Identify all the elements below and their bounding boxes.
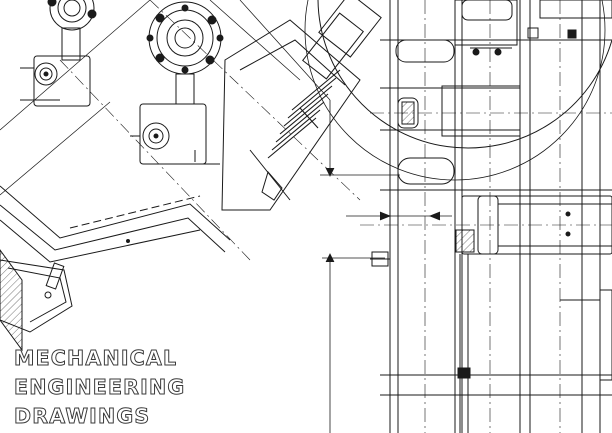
caption-line-2: ENGINEERING bbox=[13, 375, 186, 400]
actuator bbox=[455, 195, 612, 255]
construction-arc bbox=[317, 0, 612, 149]
hydraulic-rod bbox=[370, 251, 471, 433]
caption: MECHANICAL ENGINEERING DRAWINGS bbox=[13, 344, 186, 431]
marker-square bbox=[567, 29, 577, 39]
dimension-lines bbox=[320, 100, 452, 433]
spring-coils bbox=[267, 69, 341, 159]
valve-center-flange bbox=[130, 1, 224, 165]
caption-line-1: MECHANICAL bbox=[13, 346, 178, 371]
lower-right-box bbox=[560, 289, 612, 381]
spring-assembly bbox=[221, 0, 382, 211]
vertical-columns bbox=[389, 0, 601, 433]
caption-line-3: DRAWINGS bbox=[13, 404, 151, 429]
marker-square bbox=[527, 27, 539, 39]
construction-lines bbox=[0, 0, 361, 261]
valve-top-left bbox=[20, 0, 97, 107]
diagonal-duct bbox=[0, 185, 231, 333]
slots bbox=[395, 0, 612, 185]
hatched-plate bbox=[0, 249, 23, 352]
